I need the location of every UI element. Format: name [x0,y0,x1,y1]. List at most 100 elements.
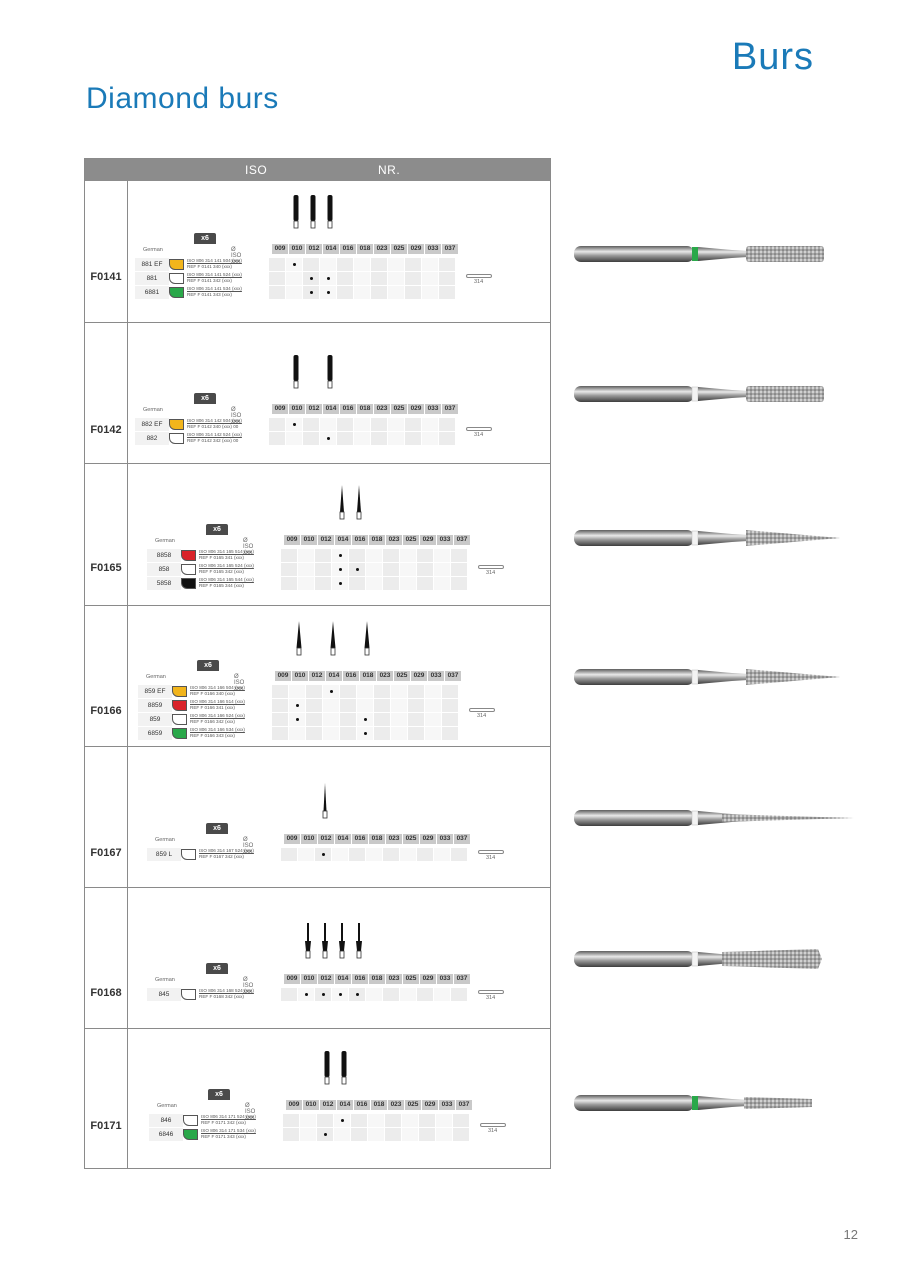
reference-text: ISO 806 314 165 524 (xxx)REF F 0165 342 … [196,562,280,576]
size-cell [285,257,302,271]
size-cell [282,1113,299,1127]
availability-dot [339,993,342,996]
size-header-cell: 010 [291,671,308,681]
size-cell [438,271,455,285]
page-title: Diamond burs [86,82,279,115]
reference-text: ISO 806 314 166 514 (xxx)REF F 0166 341 … [187,698,271,712]
size-cell [280,562,297,576]
color-ring-swatch [181,848,196,860]
size-cell [370,431,387,445]
iso-number: ISO 806 314 165 544 (xxx) [199,577,254,582]
bur-silhouette-icon [296,621,302,656]
iso-diameter-label: Ø ISO xxx [231,247,242,265]
size-header-cell: 037 [453,834,470,844]
reference-text: ISO 806 314 142 504 (xxx)REF F 0142 340 … [184,417,268,431]
size-cell [387,417,404,431]
size-header-cell: 025 [390,404,407,414]
ref-number: REF F 0141 342 (xxx) [187,277,232,283]
size-header-cell: 023 [385,535,402,545]
iso-diameter-label: Ø ISO xxx [243,837,254,855]
group-code: F0168 [90,987,122,999]
bur-photo [574,246,824,262]
size-cell [382,576,399,590]
product-sku: 845 [147,987,181,1001]
bur-silhouette-icon [293,355,299,389]
availability-dot [364,718,367,721]
size-header-cell: 037 [453,535,470,545]
german-label: German [143,247,163,253]
iso-number: ISO 806 314 142 504 (xxx) [187,418,242,423]
size-cell [331,847,348,861]
size-cell [331,576,348,590]
size-cell [356,726,373,740]
size-cell [373,726,390,740]
size-cell [348,548,365,562]
size-cell [302,417,319,431]
size-cell [297,562,314,576]
product-sku: 846 [149,1113,183,1127]
size-header-cell: 014 [325,671,342,681]
iso-number: ISO 806 314 166 524 (xxx) [190,713,245,718]
shank-label: 314 [474,279,484,285]
size-cell [348,987,365,1001]
size-cell [370,271,387,285]
size-cell [268,431,285,445]
color-ring-swatch [169,418,184,430]
iso-number: ISO 806 314 166 504 (xxx) [190,685,245,690]
size-cell [390,712,407,726]
size-header-cell: 033 [436,535,453,545]
size-cell [353,257,370,271]
iso-number: ISO 806 314 166 514 (xxx) [190,699,245,704]
size-header-cell: 009 [271,244,288,254]
size-cell [416,562,433,576]
size-header-cell: 025 [402,834,419,844]
size-cell [305,698,322,712]
size-header-cell: 018 [368,834,385,844]
size-availability-cells [282,1113,469,1127]
bur-silhouette-icon [324,1051,330,1085]
size-cell [390,698,407,712]
size-cell [452,1127,469,1141]
size-header-cell: 016 [342,671,359,681]
size-header-cell: 025 [402,535,419,545]
size-cell [322,726,339,740]
group-code: F0141 [90,271,122,283]
size-availability-cells [268,285,455,299]
size-cell [370,257,387,271]
size-header-cell: 012 [305,404,322,414]
size-cell [268,271,285,285]
size-cell [421,285,438,299]
color-ring-swatch [181,988,196,1000]
size-header-cell: 025 [393,671,410,681]
product-sku: 881 [135,271,169,285]
size-cell [268,417,285,431]
size-header-cell: 025 [404,1100,421,1110]
size-header-cell: 037 [441,244,458,254]
availability-dot [310,277,313,280]
size-cell [387,431,404,445]
bur-silhouette-icon [327,195,333,229]
size-header-cell: 023 [373,404,390,414]
size-header-cell: 012 [305,244,322,254]
bur-photo [574,1095,812,1111]
ref-number: REF F 0142 340 (xxx) 00 [187,423,239,429]
size-cell [399,576,416,590]
german-label: German [155,837,175,843]
bur-photo [574,949,822,969]
availability-dot [293,263,296,266]
shank-label: 314 [486,995,496,1001]
availability-dot [296,718,299,721]
size-header-cell: 018 [368,974,385,984]
german-label: German [155,977,175,983]
